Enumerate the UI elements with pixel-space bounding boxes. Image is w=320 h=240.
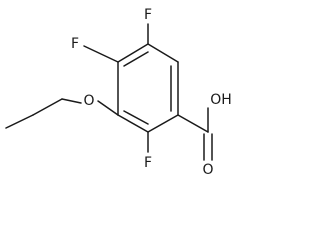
bond-c6-c1 <box>117 43 149 63</box>
bond-c6-f-left <box>83 45 119 63</box>
bond-o-ch2 <box>32 98 63 116</box>
bond-c4-c5 <box>117 114 149 133</box>
bond-c3-carboxyl <box>177 114 209 133</box>
atom-label-oh: OH <box>210 92 232 108</box>
bond-c3-c4 <box>147 114 179 133</box>
atom-label-f-bottom: F <box>144 155 152 171</box>
double-bond-c4-c5 <box>123 110 149 125</box>
atom-label-f-top: F <box>144 7 152 23</box>
bond-c5-o-ether <box>97 100 119 116</box>
atom-label-o-ether: O <box>83 93 94 109</box>
atom-label-f-left: F <box>71 36 79 52</box>
bond-ethyl-ch3 <box>5 114 34 129</box>
double-bond-c6-c1 <box>123 51 149 67</box>
bond-c1-c2 <box>147 43 179 63</box>
benzene-ring <box>117 43 179 133</box>
structure-diagram: F F O F OH O <box>5 7 232 178</box>
bond-ch2-o <box>61 98 82 104</box>
atom-label-o-carbonyl: O <box>202 162 213 178</box>
